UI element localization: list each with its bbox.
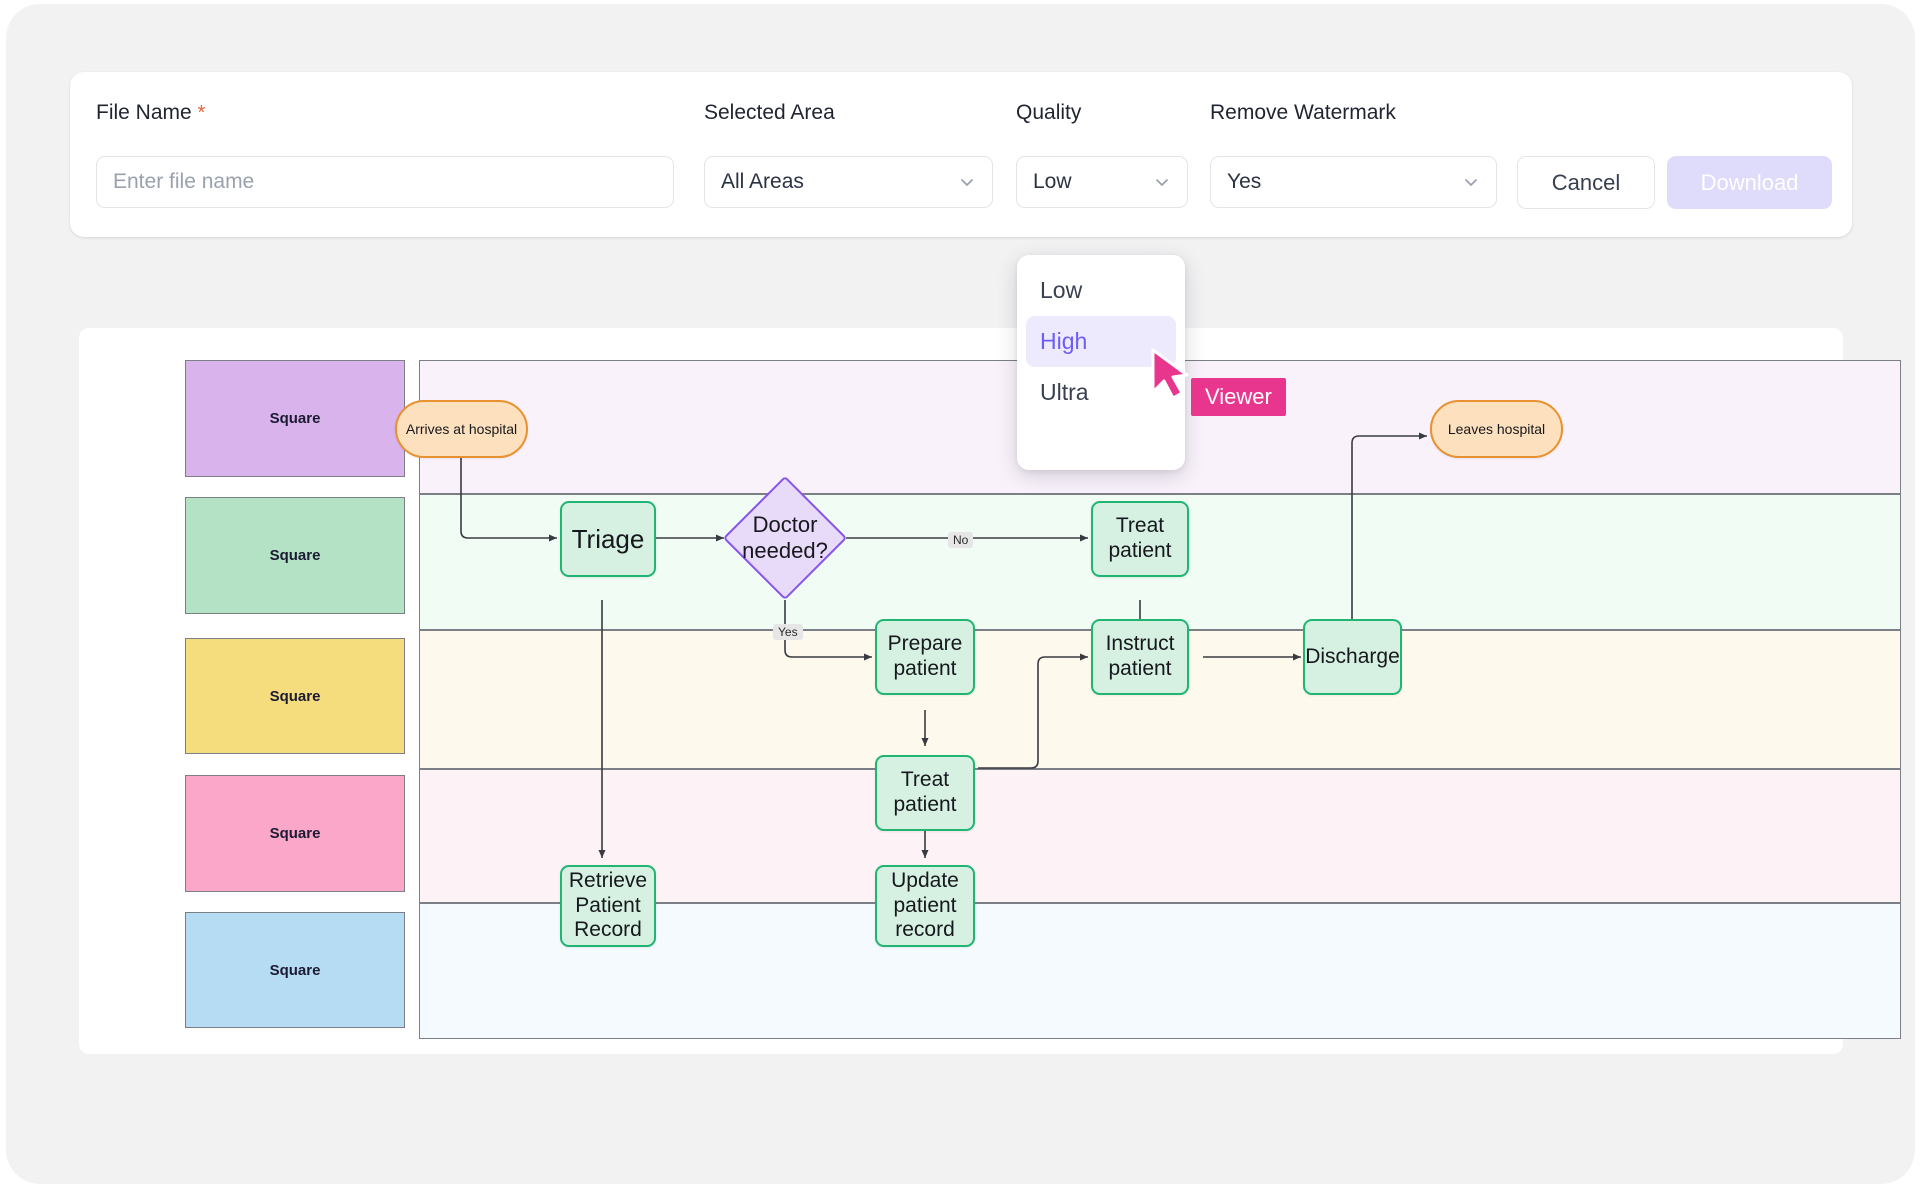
app-background: File Name * Enter file name Selected Are… bbox=[6, 4, 1915, 1184]
edge-label-no: No bbox=[948, 532, 974, 548]
quality-select[interactable]: Low bbox=[1016, 156, 1188, 208]
chevron-down-icon bbox=[1153, 173, 1171, 191]
lane-label-4[interactable]: Square bbox=[185, 775, 405, 892]
chevron-down-icon bbox=[958, 173, 976, 191]
node-discharge[interactable]: Discharge bbox=[1303, 619, 1402, 695]
download-button-label: Download bbox=[1700, 169, 1799, 195]
lane-label-5[interactable]: Square bbox=[185, 912, 405, 1028]
export-settings-card: File Name * Enter file name Selected Are… bbox=[70, 72, 1852, 237]
quality-dropdown-menu: Low High Ultra bbox=[1017, 255, 1185, 470]
quality-value: Low bbox=[1033, 170, 1072, 193]
file-name-label: File Name * bbox=[96, 101, 206, 124]
node-treat-patient-clinical[interactable]: Treat patient bbox=[1091, 501, 1189, 577]
cancel-button-label: Cancel bbox=[1551, 169, 1621, 195]
node-doctor-needed[interactable]: Doctor needed? bbox=[722, 475, 848, 601]
cancel-button[interactable]: Cancel bbox=[1517, 156, 1655, 209]
node-arrives-at-hospital[interactable]: Arrives at hospital bbox=[395, 400, 528, 458]
presence-viewer-label: Viewer bbox=[1205, 384, 1272, 409]
quality-option-ultra[interactable]: Ultra bbox=[1040, 379, 1089, 405]
node-treat-patient-procedure[interactable]: Treat patient bbox=[875, 755, 975, 831]
quality-option-low[interactable]: Low bbox=[1040, 277, 1083, 303]
selected-area-select[interactable]: All Areas bbox=[704, 156, 993, 208]
diagram-canvas-card: Square Square Square Square Square bbox=[79, 328, 1901, 1054]
node-instruct-patient[interactable]: Instruct patient bbox=[1091, 619, 1189, 695]
node-leaves-hospital[interactable]: Leaves hospital bbox=[1430, 400, 1563, 458]
download-button[interactable]: Download bbox=[1667, 156, 1832, 209]
edge-label-yes: Yes bbox=[773, 624, 803, 640]
lane-label-1[interactable]: Square bbox=[185, 360, 405, 477]
selected-area-value: All Areas bbox=[721, 170, 804, 193]
node-triage[interactable]: Triage bbox=[560, 501, 656, 577]
node-retrieve-patient-record[interactable]: Retrieve Patient Record bbox=[560, 865, 656, 947]
node-update-patient-record[interactable]: Update patient record bbox=[875, 865, 975, 947]
required-asterisk: * bbox=[197, 102, 206, 124]
chevron-down-icon bbox=[1462, 173, 1480, 191]
lane-label-2[interactable]: Square bbox=[185, 497, 405, 614]
lane-strip-4 bbox=[419, 769, 1901, 903]
remove-watermark-select[interactable]: Yes bbox=[1210, 156, 1497, 208]
file-name-placeholder: Enter file name bbox=[113, 170, 255, 193]
selected-area-label: Selected Area bbox=[704, 101, 835, 124]
lane-strip-5 bbox=[419, 903, 1901, 1039]
quality-option-high[interactable]: High bbox=[1026, 316, 1176, 367]
presence-viewer-badge: Viewer bbox=[1191, 378, 1286, 416]
file-name-input[interactable]: Enter file name bbox=[96, 156, 674, 208]
remove-watermark-value: Yes bbox=[1227, 170, 1262, 193]
remove-watermark-label: Remove Watermark bbox=[1210, 101, 1396, 124]
quality-label: Quality bbox=[1016, 101, 1082, 124]
node-prepare-patient[interactable]: Prepare patient bbox=[875, 619, 975, 695]
node-doctor-needed-label: Doctor needed? bbox=[742, 512, 828, 563]
lane-label-3[interactable]: Square bbox=[185, 638, 405, 754]
